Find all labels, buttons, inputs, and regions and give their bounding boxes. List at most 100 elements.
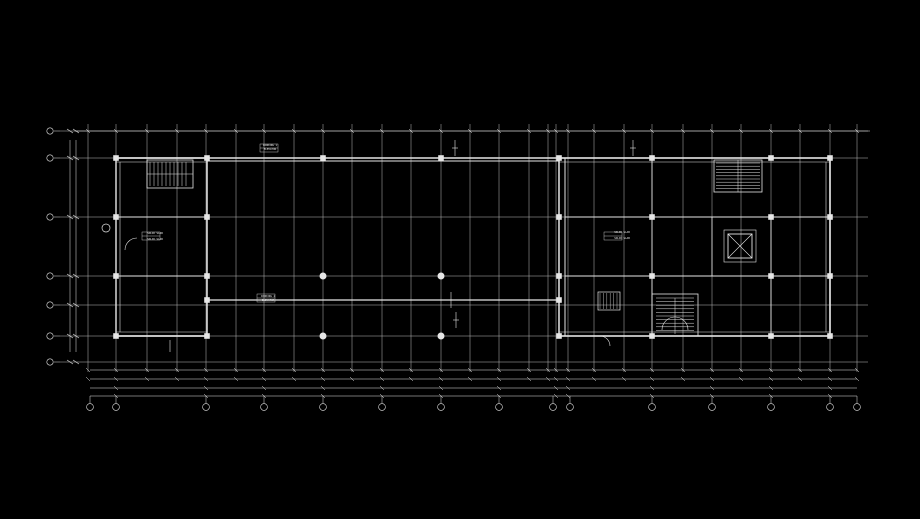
dimension-tick <box>203 128 209 134</box>
dimension-tick <box>203 376 209 382</box>
dimension-tick <box>827 376 833 382</box>
dimension-tick <box>565 385 571 391</box>
dimension-tick <box>438 128 444 134</box>
elevator-shaft <box>727 233 753 259</box>
dimension-tick <box>203 385 209 391</box>
dimension-tick <box>233 376 239 382</box>
dimension-tick <box>113 128 119 134</box>
structural-column <box>556 273 562 279</box>
column-axis-bubble <box>495 403 503 411</box>
dimension-tick <box>768 376 774 382</box>
dimension-tick <box>526 367 532 373</box>
dimension-tick <box>553 376 559 382</box>
area-tag-text: PARKING 1 <box>263 143 277 147</box>
dimension-tick <box>621 376 627 382</box>
area-tag-subtext: ELEVATOR <box>262 298 275 302</box>
column-axis-bubble <box>112 403 120 411</box>
row-axis-bubble <box>46 332 54 340</box>
structural-column <box>204 273 210 279</box>
dimension-tick <box>709 385 715 391</box>
dimension-tick <box>113 367 119 373</box>
dimension-tick <box>261 385 267 391</box>
dimension-tick <box>85 128 91 134</box>
dimension-tick <box>496 367 502 373</box>
dimension-tick <box>496 385 502 391</box>
dimension-tick <box>320 385 326 391</box>
row-axis-bubble <box>46 154 54 162</box>
elevator-symbol <box>101 223 111 233</box>
dimension-tick <box>320 376 326 382</box>
dimension-tick <box>545 376 551 382</box>
row-axis-bubble <box>46 213 54 221</box>
area-tag-text: PARKING 2 <box>261 294 275 298</box>
dimension-tick <box>174 376 180 382</box>
structural-column <box>113 155 119 161</box>
dimension-tick <box>680 367 686 373</box>
dimension-tick <box>85 367 91 373</box>
dimension-tick <box>680 376 686 382</box>
dimension-tick <box>526 376 532 382</box>
dimension-tick <box>526 128 532 134</box>
dimension-tick <box>66 273 74 279</box>
dimension-tick <box>649 376 655 382</box>
dimension-tick <box>565 367 571 373</box>
dimension-tick <box>591 367 597 373</box>
dimension-tick <box>565 393 571 399</box>
dimension-tick <box>496 376 502 382</box>
dimension-tick <box>291 367 297 373</box>
dimension-tick <box>408 367 414 373</box>
dimension-tick <box>72 214 80 220</box>
dimension-tick <box>797 367 803 373</box>
row-axis-bubble <box>46 272 54 280</box>
dimension-tick <box>768 128 774 134</box>
door-swing <box>599 335 611 347</box>
dimension-tick <box>291 376 297 382</box>
dimension-tick <box>174 128 180 134</box>
dimension-tick <box>827 385 833 391</box>
row-axis-bubble <box>46 358 54 366</box>
dimension-tick <box>72 155 80 161</box>
structural-column <box>768 273 774 279</box>
dimension-tick <box>408 128 414 134</box>
column-axis-bubble <box>767 403 775 411</box>
structural-column <box>827 273 833 279</box>
dimension-tick <box>565 376 571 382</box>
dimension-tick <box>72 302 80 308</box>
structural-column <box>827 333 833 339</box>
structural-column <box>556 333 562 339</box>
row-axis-bubble <box>46 127 54 135</box>
dimension-tick <box>113 376 119 382</box>
dimension-tick <box>709 128 715 134</box>
dimension-tick <box>709 367 715 373</box>
structural-column <box>649 214 655 220</box>
structural-column <box>204 155 210 161</box>
dimension-tick <box>591 376 597 382</box>
dimension-tick <box>545 367 551 373</box>
dimension-tick <box>438 376 444 382</box>
right-block-wall <box>558 157 831 337</box>
row-axis-bubble <box>46 301 54 309</box>
dimension-tick <box>203 367 209 373</box>
dimension-tick <box>66 128 74 134</box>
dimension-tick <box>467 376 473 382</box>
area-tag-subtext: ELEVATOR <box>264 147 277 151</box>
dimension-tick <box>66 333 74 339</box>
dimension-tick <box>438 385 444 391</box>
dimension-tick <box>349 128 355 134</box>
round-column <box>319 272 327 280</box>
dimension-tick <box>854 128 860 134</box>
dimension-tick <box>854 367 860 373</box>
dimension-tick <box>233 128 239 134</box>
dimension-tick <box>649 385 655 391</box>
door-swing <box>124 237 138 251</box>
structural-column <box>649 155 655 161</box>
dimension-tick <box>496 128 502 134</box>
dimension-tick <box>738 367 744 373</box>
structural-column <box>204 333 210 339</box>
room-note-text: SOLID SLAB <box>614 230 630 234</box>
structural-column <box>556 155 562 161</box>
dimension-tick <box>768 367 774 373</box>
dimension-tick <box>320 367 326 373</box>
column-axis-bubble <box>826 403 834 411</box>
